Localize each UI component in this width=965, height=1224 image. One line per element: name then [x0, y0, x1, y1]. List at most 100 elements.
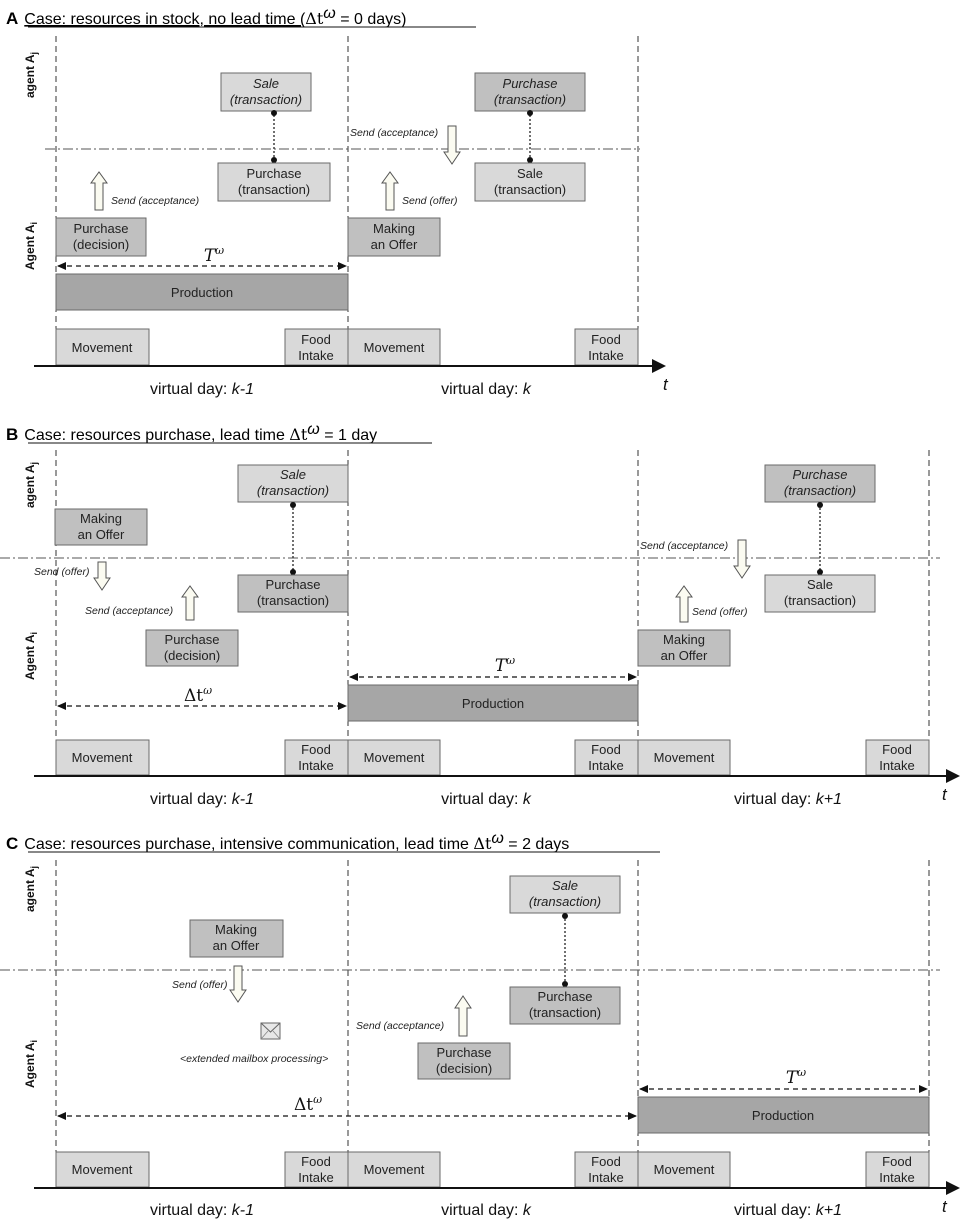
svg-text:Movement: Movement: [72, 1162, 133, 1177]
sale-transaction-box: [237, 464, 349, 503]
svg-text:Agent Ai: Agent Ai: [23, 632, 39, 680]
svg-text:Movement: Movement: [72, 750, 133, 765]
svg-text:t: t: [942, 1197, 948, 1216]
svg-text:Send (acceptance): Send (acceptance): [85, 605, 173, 617]
svg-text:Purchase: Purchase: [793, 467, 848, 482]
svg-text:virtual day: k-1: virtual day: k-1: [150, 1202, 254, 1219]
svg-text:virtual day: k: virtual day: k: [441, 381, 532, 398]
svg-text:Tω: Tω: [786, 1066, 806, 1088]
production-bar: [637, 1096, 930, 1134]
svg-text:Δtω: Δtω: [294, 1093, 322, 1115]
svg-text:Purchase: Purchase: [538, 989, 593, 1004]
sale-transaction-box-2: [474, 162, 586, 202]
svg-text:Food: Food: [591, 742, 621, 757]
svg-text:virtual day: k: virtual day: k: [441, 791, 532, 808]
svg-text:(transaction): (transaction): [784, 483, 856, 498]
svg-text:virtual day: k+1: virtual day: k+1: [734, 791, 842, 808]
sale-transaction-box: [220, 72, 312, 112]
purchase-transaction-box: [217, 162, 331, 202]
svg-text:virtual day: k+1: virtual day: k+1: [734, 1202, 842, 1219]
svg-text:Send (offer): Send (offer): [402, 195, 457, 207]
svg-text:t: t: [663, 375, 669, 394]
svg-text:Food: Food: [301, 332, 331, 347]
envelope-icon: [260, 1022, 281, 1040]
svg-text:Send (offer): Send (offer): [692, 606, 747, 618]
svg-text:Send (acceptance): Send (acceptance): [640, 540, 728, 552]
svg-text:Intake: Intake: [588, 348, 623, 363]
svg-text:(decision): (decision): [73, 237, 129, 252]
svg-text:Purchase: Purchase: [503, 76, 558, 91]
purchase-transaction-box: [237, 574, 349, 613]
svg-text:an Offer: an Offer: [78, 527, 125, 542]
svg-text:agent Aj: agent Aj: [23, 462, 39, 508]
svg-text:Intake: Intake: [298, 758, 333, 773]
svg-text:(transaction): (transaction): [257, 483, 329, 498]
svg-text:Movement: Movement: [72, 340, 133, 355]
svg-text:Food: Food: [301, 1154, 331, 1169]
food-intake-box-2: [574, 328, 639, 366]
making-offer-box: [189, 919, 284, 958]
svg-text:(transaction): (transaction): [238, 182, 310, 197]
purchase-decision-box: [55, 217, 147, 257]
svg-text:(transaction): (transaction): [529, 1005, 601, 1020]
svg-text:an Offer: an Offer: [371, 237, 418, 252]
svg-text:Movement: Movement: [364, 340, 425, 355]
svg-text:Purchase: Purchase: [266, 577, 321, 592]
svg-text:Making: Making: [373, 221, 415, 236]
send-acceptance-down-arrow: [443, 125, 461, 165]
purchase-decision-box: [145, 629, 239, 667]
svg-text:Production: Production: [752, 1108, 814, 1123]
movement-box-2: [347, 328, 441, 366]
svg-text:t: t: [942, 785, 948, 804]
svg-text:Send (acceptance): Send (acceptance): [111, 195, 199, 207]
svg-text:Intake: Intake: [588, 758, 623, 773]
sale-transaction-box-2: [764, 574, 876, 613]
svg-text:Food: Food: [591, 332, 621, 347]
send-offer-arrow: [381, 171, 399, 211]
svg-text:Tω: Tω: [204, 244, 224, 266]
svg-text:(transaction): (transaction): [230, 92, 302, 107]
svg-text:(transaction): (transaction): [494, 182, 566, 197]
svg-text:Sale: Sale: [807, 577, 833, 592]
send-acceptance-arrow: [90, 171, 108, 211]
svg-text:Food: Food: [882, 742, 912, 757]
production-bar: [55, 273, 349, 311]
svg-text:Send (acceptance): Send (acceptance): [356, 1020, 444, 1032]
row-label-agent-j: agent Aj: [23, 52, 39, 98]
svg-text:Purchase: Purchase: [74, 221, 129, 236]
svg-text:Food: Food: [591, 1154, 621, 1169]
svg-text:(decision): (decision): [164, 648, 220, 663]
purchase-decision-box: [417, 1042, 511, 1080]
purchase-transaction-box-2: [474, 72, 586, 112]
svg-text:Movement: Movement: [364, 750, 425, 765]
svg-text:Purchase: Purchase: [165, 632, 220, 647]
purchase-transaction-box-2: [764, 464, 876, 503]
svg-text:Sale: Sale: [552, 878, 578, 893]
svg-text:(transaction): (transaction): [784, 593, 856, 608]
svg-text:Sale: Sale: [253, 76, 279, 91]
svg-text:Making: Making: [663, 632, 705, 647]
svg-text:Making: Making: [80, 511, 122, 526]
svg-text:(transaction): (transaction): [257, 593, 329, 608]
svg-text:Intake: Intake: [588, 1170, 623, 1185]
svg-text:Sale: Sale: [517, 166, 543, 181]
svg-text:<extended mailbox processing>: <extended mailbox processing>: [180, 1053, 328, 1065]
purchase-transaction-box: [509, 986, 621, 1025]
svg-text:Tω: Tω: [495, 654, 515, 676]
svg-text:Δtω: Δtω: [184, 684, 212, 706]
row-label-agent-i: Agent Ai: [23, 222, 39, 270]
svg-text:Food: Food: [301, 742, 331, 757]
svg-text:Movement: Movement: [654, 1162, 715, 1177]
svg-text:Intake: Intake: [879, 1170, 914, 1185]
svg-text:(transaction): (transaction): [529, 894, 601, 909]
svg-text:Intake: Intake: [298, 1170, 333, 1185]
svg-text:Send (offer): Send (offer): [172, 979, 227, 991]
svg-text:Send (acceptance): Send (acceptance): [350, 127, 438, 139]
making-offer-box: [347, 217, 441, 257]
